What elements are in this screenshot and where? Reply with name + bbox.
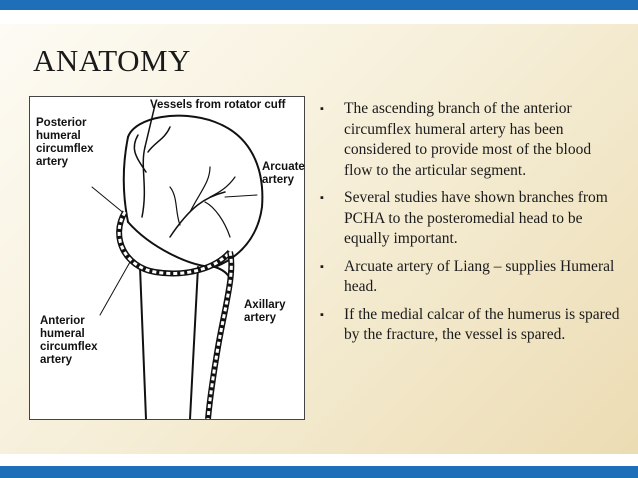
label-anterior-humeral-circumflex-artery: Anterior humeral circumflex artery (40, 315, 98, 366)
bullet-text: Several studies have shown branches from… (344, 189, 608, 247)
label-vessels-from-rotator-cuff: Vessels from rotator cuff (150, 99, 286, 111)
humerus-diagram (91, 104, 264, 419)
bullet-list: ▪ The ascending branch of the anterior c… (320, 99, 620, 353)
slide-title: ANATOMY (33, 43, 191, 78)
bullet-item: ▪ Several studies have shown branches fr… (320, 188, 620, 250)
bullet-marker: ▪ (320, 103, 324, 115)
bottom-accent-bar (0, 466, 638, 478)
bullet-text: The ascending branch of the anterior cir… (344, 100, 592, 179)
slide: ANATOMY (0, 24, 638, 454)
bullet-text: Arcuate artery of Liang – supplies Humer… (344, 257, 615, 296)
bullet-marker: ▪ (320, 260, 324, 273)
label-posterior-humeral-circumflex-artery: Posterior humeral circumflex artery (36, 117, 94, 168)
label-axillary-artery: Axillary artery (244, 299, 286, 324)
bullet-marker: ▪ (320, 192, 324, 204)
anatomy-figure: Vessels from rotator cuff Posterior hume… (29, 96, 305, 420)
label-arcuate-artery: Arcuate artery (262, 161, 305, 186)
bullet-marker: ▪ (320, 308, 324, 321)
top-accent-bar (0, 0, 638, 10)
bullet-item: ▪ The ascending branch of the anterior c… (320, 99, 620, 181)
bullet-item: ▪ If the medial calcar of the humerus is… (320, 305, 620, 346)
bullet-item: ▪ Arcuate artery of Liang – supplies Hum… (320, 257, 620, 298)
bullet-text: If the medial calcar of the humerus is s… (344, 305, 620, 344)
